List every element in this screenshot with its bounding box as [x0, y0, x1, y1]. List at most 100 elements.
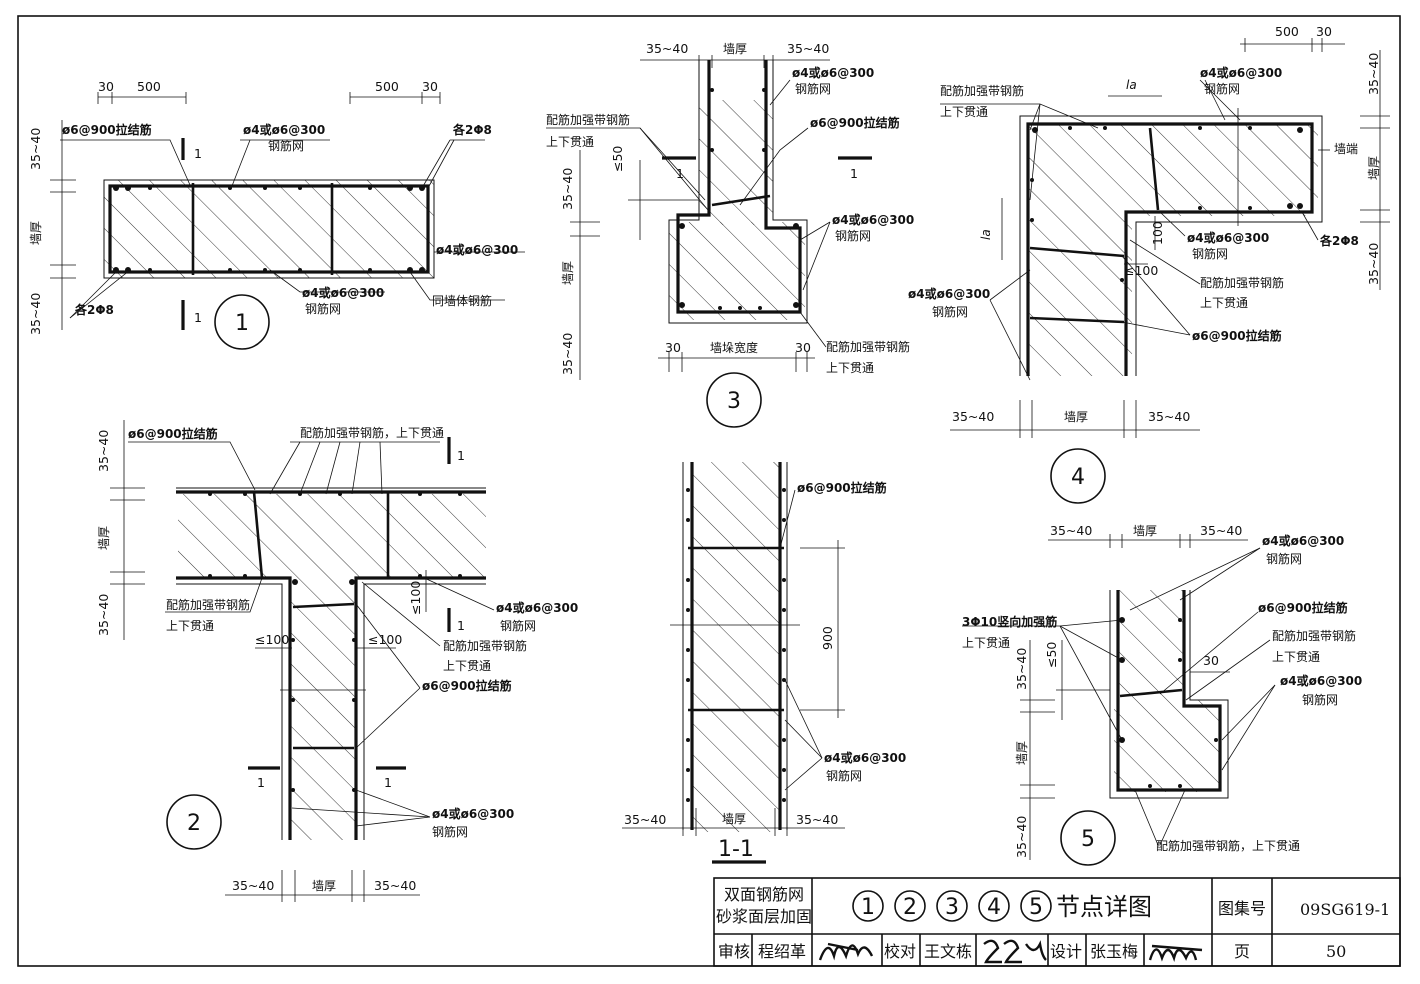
lbl4-mesh: ø4或ø6@300	[1200, 65, 1282, 80]
lbl-mesh-bot: ø4或ø6@300	[302, 285, 384, 300]
lbl-mesh-bot2: 钢筋网	[305, 301, 341, 316]
dim4-r3: 35~40	[1366, 243, 1381, 285]
dim11-b2: 墙厚	[722, 812, 746, 826]
sec2-r: 1	[384, 775, 392, 790]
lbl3-band-b: 配筋加强带钢筋	[826, 339, 910, 354]
sec3-l: 1	[676, 166, 684, 181]
lbl5-mesh-r2: 钢筋网	[1302, 692, 1338, 707]
dim3-v3: 35~40	[560, 333, 575, 375]
dim2-le100-r: ≤100	[368, 632, 402, 647]
tb-num-5: 5	[1029, 895, 1043, 920]
lbl2-band-r: 配筋加强带钢筋	[443, 638, 527, 653]
lbl2-through-r: 上下贯通	[443, 659, 491, 673]
dim2-b2: 墙厚	[312, 879, 336, 893]
sec2-t: 1	[457, 448, 465, 463]
lbl4-through: 上下贯通	[940, 105, 988, 119]
lbl3-through-b: 上下贯通	[826, 361, 874, 375]
tb-title-suffix: 节点详图	[1056, 893, 1152, 921]
dim4-b1: 35~40	[952, 409, 994, 424]
dim-500: 500	[137, 79, 161, 94]
lbl5-tie: ø6@900拉结筋	[1258, 600, 1348, 615]
lbl3-mesh-b: 钢筋网	[795, 81, 831, 96]
lbl2-tie-2: ø6@900拉结筋	[422, 678, 512, 693]
signature-checker	[983, 939, 1047, 964]
lbl11-mesh: ø4或ø6@300	[824, 750, 906, 765]
lbl5-band: 配筋加强带钢筋	[1272, 628, 1356, 643]
sec2-l: 1	[257, 775, 265, 790]
lbl3-mesh-r2: 钢筋网	[835, 228, 871, 243]
tb-atlas-label: 图集号	[1218, 899, 1266, 918]
dim-35-40-b: 35~40	[28, 293, 43, 335]
lbl2-band-l: 配筋加强带钢筋	[166, 597, 250, 612]
dim3-wall-thk: 墙厚	[723, 42, 747, 56]
lbl11-mesh-b: 钢筋网	[826, 768, 862, 783]
dim-30: 30	[98, 79, 114, 94]
lbl3-through: 上下贯通	[546, 135, 594, 149]
lbl5-band-through: 配筋加强带钢筋，上下贯通	[1156, 838, 1300, 853]
dim2-b1: 35~40	[232, 878, 274, 893]
dim4-la-v: la	[979, 229, 993, 240]
signature-designer	[1148, 944, 1203, 963]
lbl4-through-2: 上下贯通	[1200, 296, 1248, 310]
dim3-v2: 墙厚	[561, 261, 575, 285]
marker-1: 1	[235, 311, 249, 336]
lbl3-mesh: ø4或ø6@300	[792, 65, 874, 80]
detail-3: 35~40 墙厚 35~40 35~40 墙厚 35~40 ≤50 1 1 30…	[546, 41, 914, 428]
lbl4-mesh-2b: 钢筋网	[1192, 246, 1228, 261]
dim2-le100: ≤100	[408, 581, 423, 615]
lbl2-mesh-r: ø4或ø6@300	[496, 600, 578, 615]
dim2-v3: 35~40	[96, 594, 111, 636]
dim4-r2: 墙厚	[1367, 156, 1381, 180]
lbl-mesh-r: ø4或ø6@300	[436, 242, 518, 257]
tb-num-3: 3	[945, 895, 959, 920]
lbl4-mesh-2: ø4或ø6@300	[1187, 230, 1269, 245]
dim2-b3: 35~40	[374, 878, 416, 893]
tb-atlas-no: 09SG619-1	[1300, 900, 1390, 919]
dim4-100: 100	[1150, 221, 1165, 245]
lbl4-two-bars: 各2Φ8	[1319, 233, 1359, 248]
tb-page-label: 页	[1234, 942, 1250, 961]
detail-4: 500 30 la la 35~40 墙厚 35~40 100 35~40 墙厚…	[908, 24, 1390, 504]
detail-1: 30 500 500 30 35~40 35~40 墙厚 1 1 ø6@900拉…	[28, 79, 525, 350]
signature-reviewer	[818, 942, 874, 961]
marker-4: 4	[1071, 465, 1085, 490]
tb-category-1: 双面钢筋网	[724, 885, 804, 904]
dim3-le50: ≤50	[610, 146, 625, 172]
lbl-same-wall: 同墙体钢筋	[432, 293, 492, 308]
tb-reviewer: 程绍革	[758, 942, 806, 961]
lbl5-through-l: 上下贯通	[962, 636, 1010, 650]
tb-design-label: 设计	[1050, 942, 1082, 961]
dim5-30: 30	[1203, 653, 1219, 668]
sec3-r: 1	[850, 166, 858, 181]
lbl-tie-bar: ø6@900拉结筋	[62, 122, 152, 137]
dim4-b3: 35~40	[1148, 409, 1190, 424]
dim5-v1: 35~40	[1014, 648, 1029, 690]
marker-5: 5	[1081, 827, 1095, 852]
dim5-t2: 墙厚	[1133, 524, 1157, 538]
dim3-35-40: 35~40	[646, 41, 688, 56]
lbl11-tie: ø6@900拉结筋	[797, 480, 887, 495]
dim3-pier: 墙垛宽度	[710, 340, 758, 355]
lbl4-band-2: 配筋加强带钢筋	[1200, 275, 1284, 290]
tb-num-4: 4	[987, 895, 1001, 920]
lbl4-mesh-l: ø4或ø6@300	[908, 286, 990, 301]
tb-designer: 张玉梅	[1090, 942, 1138, 961]
section-title: 1-1	[718, 837, 754, 862]
tb-review-label: 审核	[718, 942, 750, 961]
dim5-v3: 35~40	[1014, 816, 1029, 858]
lbl-mesh: ø4或ø6@300	[243, 122, 325, 137]
lbl5-mesh-r: ø4或ø6@300	[1280, 673, 1362, 688]
sec-mark: 1	[194, 146, 202, 161]
dim3-v1: 35~40	[560, 168, 575, 210]
sec2-b: 1	[457, 618, 465, 633]
tb-num-1: 1	[861, 895, 875, 920]
lbl4-mesh-l2: 钢筋网	[932, 304, 968, 319]
dim3-30-r: 30	[795, 340, 811, 355]
dim5-t3: 35~40	[1200, 523, 1242, 538]
lbl2-tie: ø6@900拉结筋	[128, 426, 218, 441]
marker-3: 3	[727, 389, 741, 414]
detail-2: 35~40 墙厚 35~40 1 1 1 1 ≤100 ø6@900拉结筋 配筋…	[96, 420, 578, 902]
lbl3-mesh-r: ø4或ø6@300	[832, 212, 914, 227]
marker-2: 2	[187, 811, 201, 836]
